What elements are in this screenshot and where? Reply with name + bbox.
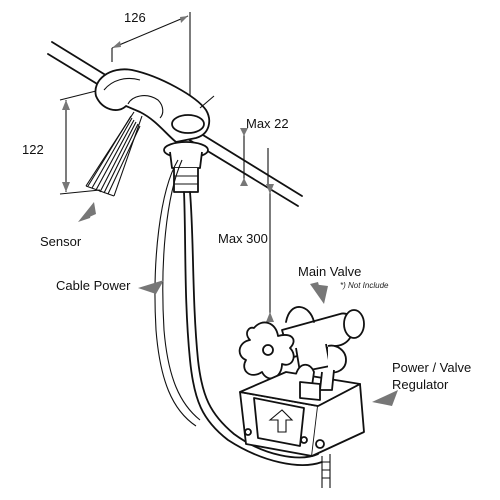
cable-power-label: Cable Power: [56, 278, 131, 293]
dimension-122: 122: [22, 89, 101, 195]
main-valve-label: Main Valve: [298, 264, 361, 279]
regulator-arrow-icon: [372, 390, 398, 406]
dimension-max22: Max 22: [240, 116, 289, 186]
dimension-max22-label: Max 22: [246, 116, 289, 131]
not-include-note: *) Not Include: [340, 281, 389, 290]
dimension-122-label: 122: [22, 142, 44, 157]
main-valve-arrow-icon: [310, 282, 328, 304]
main-valve: [238, 306, 365, 380]
sensor-beam: [85, 111, 143, 197]
cable-power-arrow-icon: [138, 280, 164, 294]
regulator-box: [239, 363, 365, 488]
sensor-label: Sensor: [40, 234, 82, 249]
power-valve-label-line1: Power / Valve: [392, 360, 471, 375]
power-valve-label-line2: Regulator: [392, 377, 449, 392]
callout-arrows: [78, 202, 398, 406]
dimension-126: 126: [111, 10, 191, 110]
faucet-spout: [94, 68, 215, 193]
dimension-max300: Max 300: [218, 184, 274, 322]
dimension-126-label: 126: [124, 10, 146, 25]
dimension-max300-label: Max 300: [218, 231, 268, 246]
sensor-arrow-icon: [78, 202, 96, 222]
supply-hoses: [154, 159, 323, 466]
